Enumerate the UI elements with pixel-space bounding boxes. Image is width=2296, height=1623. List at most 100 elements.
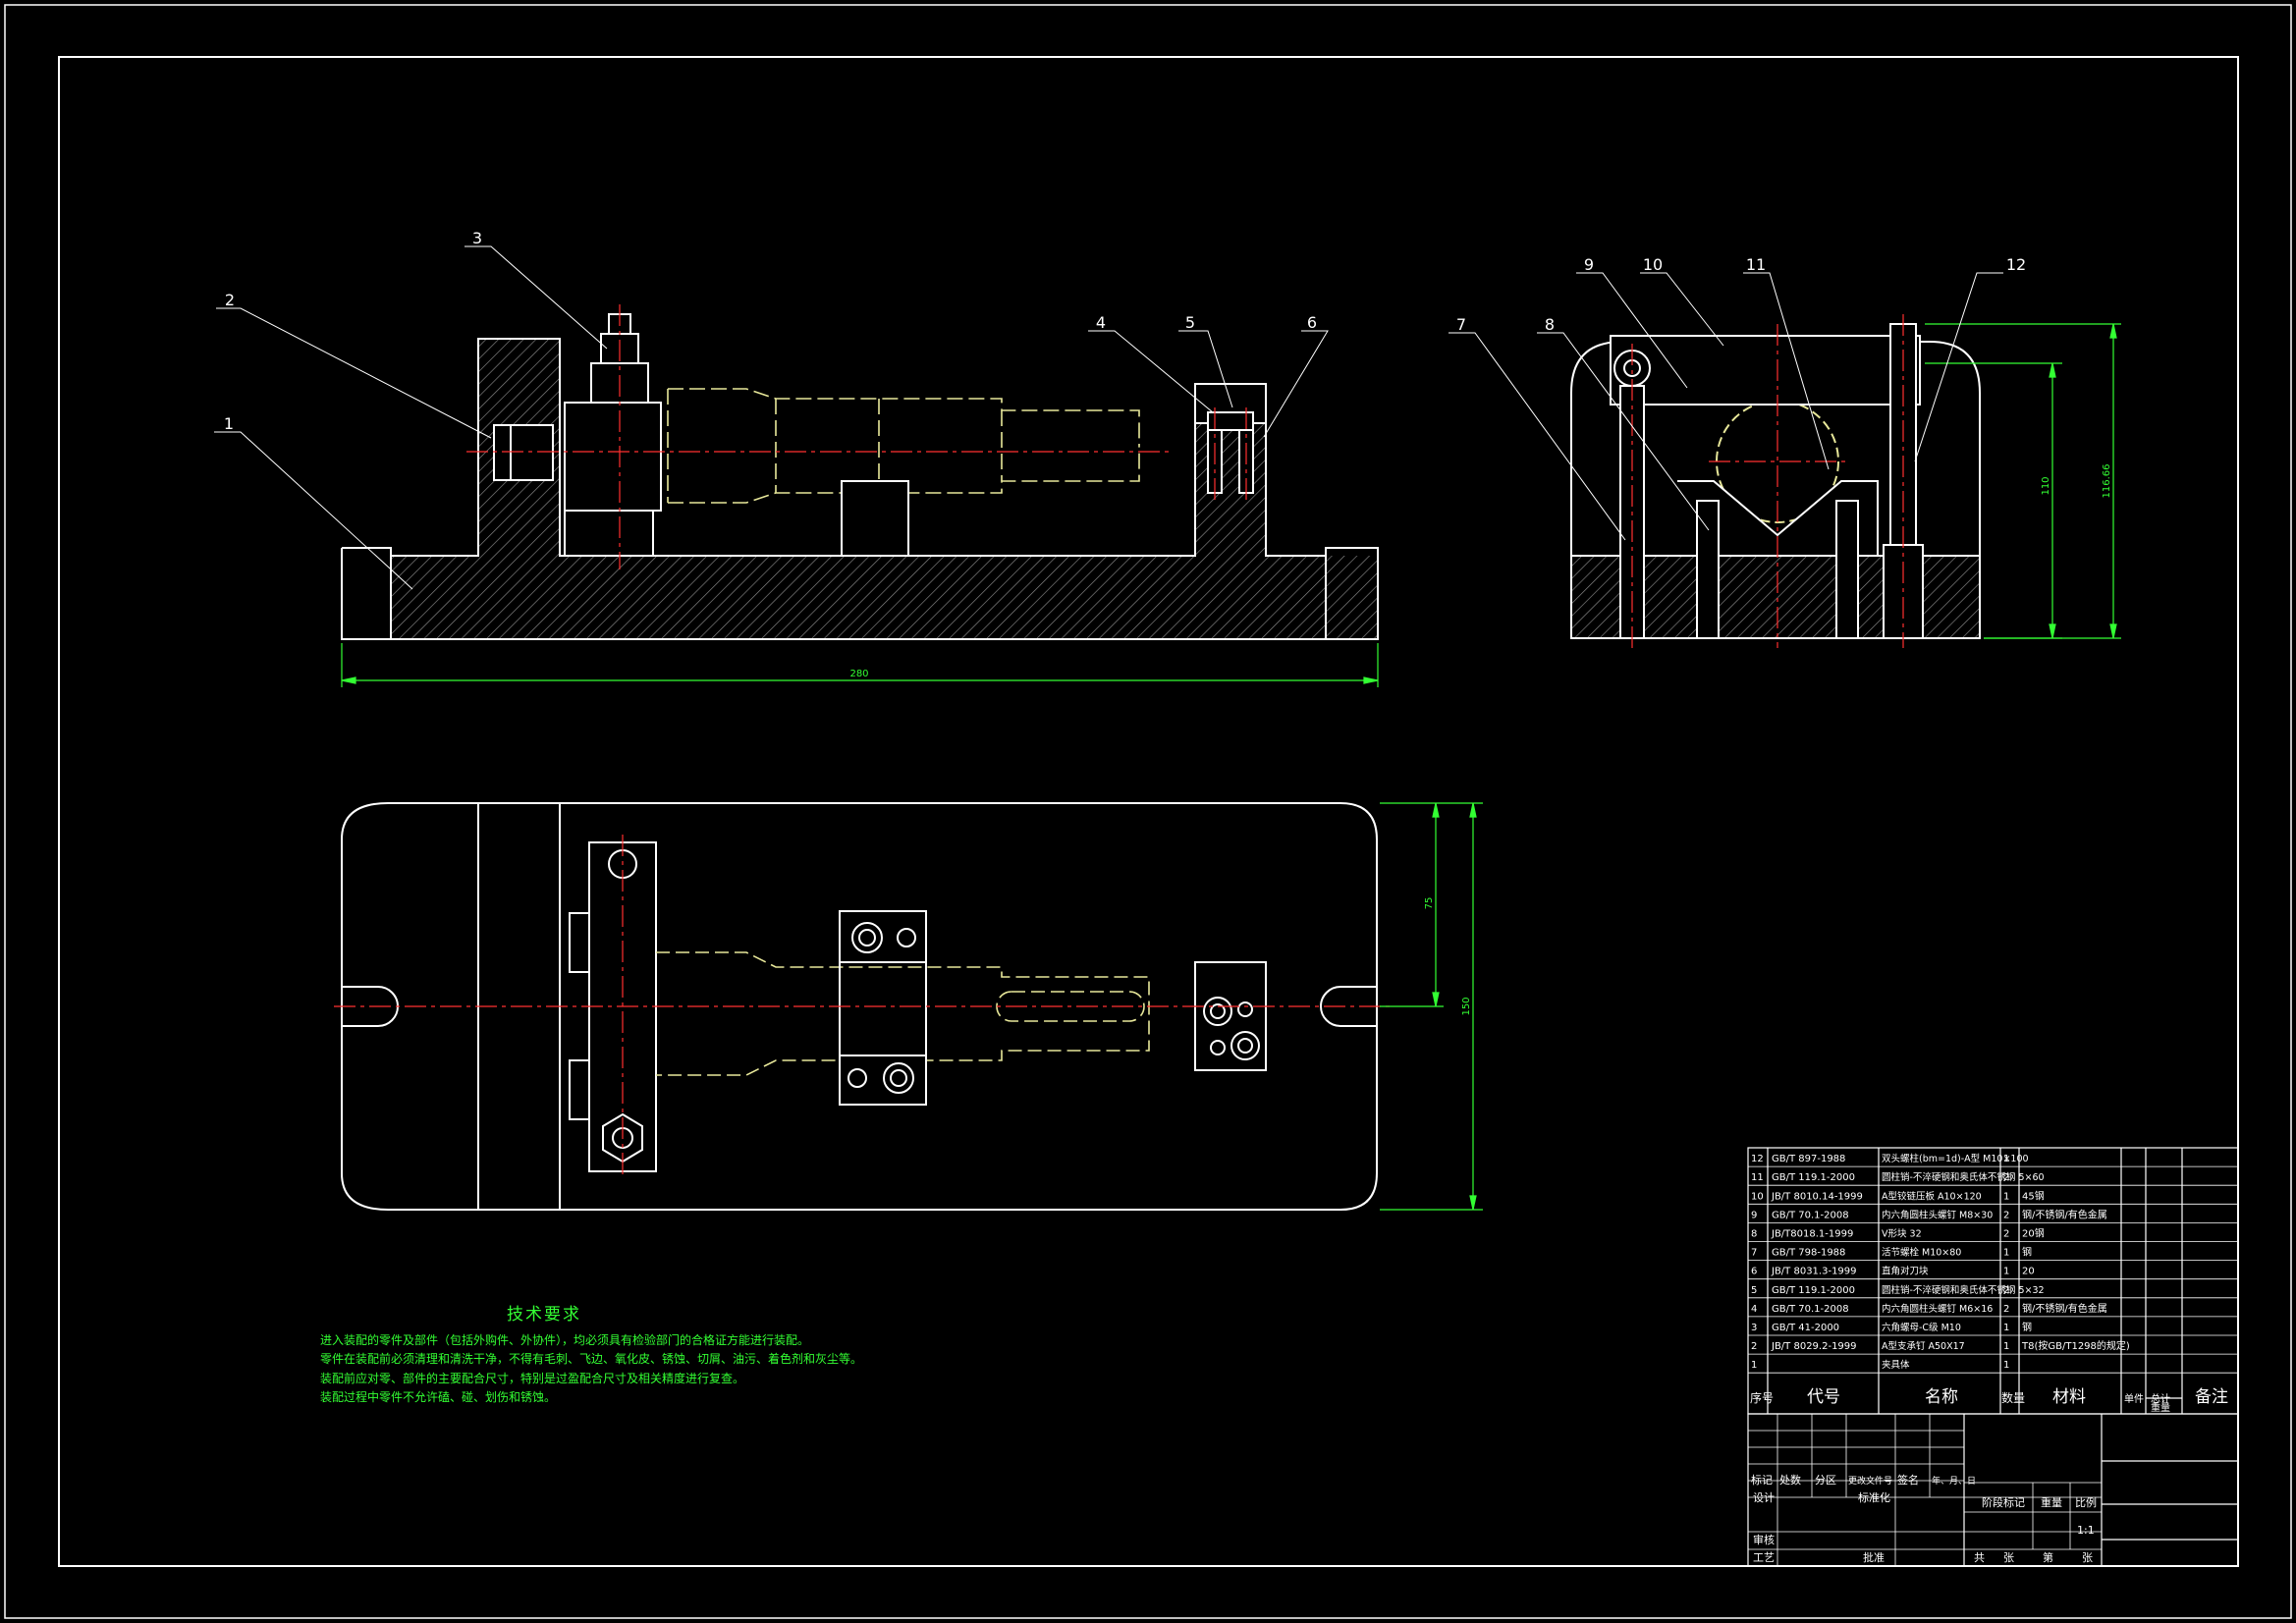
bom-cell-no: 9 [1751, 1210, 1757, 1220]
outer-border [4, 4, 2292, 1619]
bom-cell-no: 11 [1751, 1172, 1764, 1183]
bom-header-cell: 备注 [2195, 1387, 2228, 1407]
bom-header-cell: 单件 [2124, 1393, 2144, 1405]
bom-cell-name: V形块 32 [1882, 1228, 1922, 1240]
bom-cell-material: 20 [2022, 1267, 2035, 1277]
bom-cell-no: 2 [1751, 1341, 1757, 1352]
bom-cell-material: 钢/不锈钢/有色金属 [2022, 1302, 2107, 1315]
tb-scale: 比例 [2075, 1495, 2097, 1509]
bom-cell-no: 6 [1751, 1267, 1757, 1277]
bom-cell-code: GB/T 897-1988 [1772, 1154, 1845, 1164]
bom-cell-material: 钢 [2022, 1321, 2032, 1333]
bom-cell-material: 钢 [2022, 1246, 2032, 1259]
bom-cell-code: GB/T 119.1-2000 [1772, 1172, 1855, 1183]
dim-plan-width-1: 75 [1424, 897, 1435, 910]
rev-date: 年、月、日 [1932, 1475, 1976, 1487]
bom-cell-name: 圆柱销-不淬硬钢和奥氏体不锈钢 5×60 [1882, 1171, 2045, 1183]
dim-overall-length: 280 [849, 669, 868, 679]
leader-lines [214, 245, 2003, 590]
title-block-text: 标记 处数 分区 更改文件号 签名 年、月、日 设计 标准化 审核 工艺 批准 … [1751, 1473, 2097, 1564]
balloon-8: 8 [1545, 315, 1555, 334]
tb-page-sheet: 张 [2082, 1551, 2093, 1564]
rev-mark: 标记 [1751, 1473, 1773, 1487]
dim-plan-width-2: 150 [1461, 997, 1472, 1015]
rev-count: 处数 [1779, 1474, 1801, 1487]
bom-header-cell: 代号 [1807, 1387, 1840, 1407]
balloon-5: 5 [1185, 313, 1195, 332]
bom-header-cell: 数量 [2001, 1390, 2025, 1405]
tb-design: 设计 [1753, 1491, 1775, 1504]
tb-scale-value: 1:1 [2077, 1524, 2095, 1537]
front-view [341, 304, 1379, 687]
bom-cell-qty: 2 [2003, 1229, 2009, 1240]
tb-page: 第 [2043, 1550, 2053, 1564]
inner-frame [58, 56, 2239, 1567]
balloon-labels: 1 2 3 4 5 6 7 8 9 10 11 12 [224, 229, 2026, 433]
balloon-11: 11 [1746, 255, 1766, 274]
rev-sign: 签名 [1897, 1473, 1919, 1487]
rev-zone: 分区 [1815, 1474, 1836, 1487]
tb-process: 工艺 [1753, 1551, 1775, 1564]
tb-sheet: 张 [2003, 1551, 2014, 1564]
bom-header-cell: 名称 [1925, 1387, 1958, 1407]
bom-cell-no: 4 [1751, 1304, 1757, 1315]
balloon-7: 7 [1456, 315, 1466, 334]
tech-line-3: 装配前应对零、部件的主要配合尺寸，特别是过盈配合尺寸及相关精度进行复查。 [320, 1371, 745, 1385]
tech-line-1: 进入装配的零件及部件（包括外购件、外协件），均必须具有检验部门的合格证方能进行装… [320, 1332, 810, 1347]
tech-line-4: 装配过程中零件不允许磕、碰、划伤和锈蚀。 [320, 1390, 557, 1404]
bom-cell-no: 5 [1751, 1285, 1757, 1296]
tech-line-2: 零件在装配前必须清理和清洗干净，不得有毛刺、飞边、氧化皮、锈蚀、切屑、油污、着色… [320, 1352, 863, 1366]
rev-doc: 更改文件号 [1848, 1475, 1892, 1487]
bom-cell-no: 12 [1751, 1154, 1764, 1164]
bom-cell-qty: 1 [2003, 1154, 2009, 1164]
bom-cell-code: JB/T8018.1-1999 [1771, 1229, 1853, 1240]
bom-table [1747, 1147, 2239, 1415]
bom-cell-name: 活节螺栓 M10×80 [1882, 1247, 1961, 1259]
bom-cell-code: GB/T 41-2000 [1772, 1323, 1839, 1333]
bom-cell-code: GB/T 119.1-2000 [1772, 1285, 1855, 1296]
balloon-9: 9 [1584, 255, 1594, 274]
plan-view [334, 802, 1483, 1211]
side-view [1570, 314, 2121, 648]
balloon-12: 12 [2006, 255, 2026, 274]
dim-side-height-2: 116.66 [2102, 464, 2112, 499]
bom-header-cell: 总计 [2151, 1392, 2170, 1405]
balloon-1: 1 [224, 414, 234, 433]
bom-cell-name: A型支承钉 A50X17 [1882, 1340, 1965, 1352]
balloon-10: 10 [1643, 255, 1663, 274]
bom-cell-no: 1 [1751, 1360, 1757, 1371]
bom-cell-code: GB/T 798-1988 [1772, 1248, 1845, 1259]
bom-cell-material: 钢/不锈钢/有色金属 [2022, 1208, 2107, 1220]
bom-cell-qty: 1 [2003, 1191, 2009, 1202]
bom-cell-code: JB/T 8010.14-1999 [1771, 1191, 1863, 1202]
balloon-3: 3 [472, 229, 482, 247]
tb-total: 共 [1974, 1551, 1985, 1564]
tb-standard: 标准化 [1858, 1490, 1890, 1504]
title-block [1747, 1413, 2239, 1567]
dim-side-height-1: 110 [2041, 476, 2051, 495]
bom-cell-name: A型铰链压板 A10×120 [1882, 1190, 1982, 1202]
bom-header-cell: 材料 [2052, 1387, 2086, 1407]
tb-stage: 阶段标记 [1982, 1495, 2025, 1509]
bom-cell-qty: 1 [2003, 1248, 2009, 1259]
bom-cell-no: 7 [1751, 1248, 1757, 1259]
bom-cell-code: GB/T 70.1-2008 [1772, 1210, 1849, 1220]
bom-cell-no: 10 [1751, 1191, 1764, 1202]
bom-cell-name: 内六角圆柱头螺钉 M8×30 [1882, 1209, 1993, 1220]
bom-cell-qty: 2 [2003, 1304, 2009, 1315]
bom-cell-code: JB/T 8031.3-1999 [1771, 1267, 1857, 1277]
bom-cell-qty: 2 [2003, 1172, 2009, 1183]
bom-cell-name: 内六角圆柱头螺钉 M6×16 [1882, 1303, 1993, 1315]
bom-cell-qty: 1 [2003, 1360, 2009, 1371]
tb-check: 审核 [1753, 1533, 1775, 1546]
bom-cell-material: 20钢 [2022, 1227, 2045, 1240]
bom-cell-code: JB/T 8029.2-1999 [1771, 1341, 1857, 1352]
balloon-4: 4 [1096, 313, 1106, 332]
tb-weight: 重量 [2041, 1495, 2062, 1509]
tech-requirements: 技术要求 进入装配的零件及部件（包括外购件、外协件），均必须具有检验部门的合格证… [320, 1305, 863, 1408]
bom-header-weight: 重量 [2151, 1401, 2170, 1414]
bom-cell-qty: 1 [2003, 1267, 2009, 1277]
bom-cell-no: 8 [1751, 1229, 1757, 1240]
